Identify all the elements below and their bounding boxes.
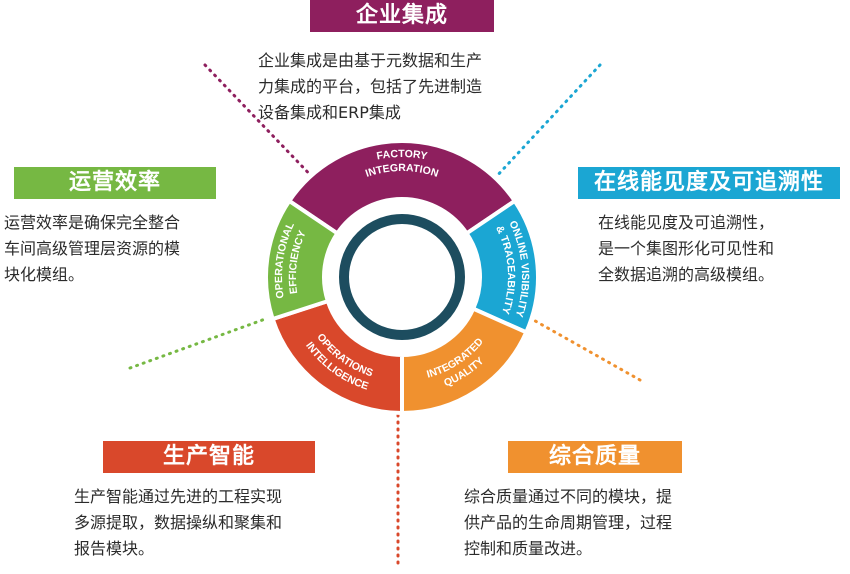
segment-label-factory: INTEGRATION — [364, 162, 440, 180]
operations-intelligence-description: 生产智能通过先进的工程实现 多源提取，数据操纵和聚集和 报告模块。 — [74, 484, 374, 562]
desc-line: 控制和质量改进。 — [464, 539, 593, 558]
connector-dots — [203, 63, 322, 187]
desc-line: 力集成的平台，包括了先进制造 — [258, 77, 483, 96]
operational-efficiency-title: 运营效率 — [14, 167, 216, 199]
connector-dots — [493, 63, 602, 180]
desc-line: 报告模块。 — [74, 539, 155, 558]
factory-integration-title: 企业集成 — [310, 0, 494, 32]
segment-label-factory: FACTORY — [376, 148, 429, 163]
integrated-quality-title: 综合质量 — [508, 441, 682, 473]
desc-line: 是一个集图形化可见性和 — [598, 239, 775, 258]
operational-efficiency-description: 运营效率是确保完全整合 车间高级管理层资源的模 块化模组。 — [4, 210, 244, 288]
desc-line: 块化模组。 — [4, 265, 85, 284]
desc-line: 设备集成和ERP集成 — [258, 103, 401, 122]
center-ring — [339, 214, 465, 340]
desc-line: 车间高级管理层资源的模 — [4, 239, 181, 258]
desc-line: 在线能见度及可追溯性， — [598, 213, 775, 232]
desc-line: 全数据追溯的高级模组。 — [598, 265, 775, 284]
integrated-quality-description: 综合质量通过不同的模块，提 供产品的生命周期管理，过程 控制和质量改进。 — [464, 484, 754, 562]
connector-dots — [128, 316, 270, 370]
factory-integration-description: 企业集成是由基于元数据和生产 力集成的平台，包括了先进制造 设备集成和ERP集成 — [258, 48, 568, 126]
online-visibility-title: 在线能见度及可追溯性 — [578, 167, 840, 199]
desc-line: 生产智能通过先进的工程实现 — [74, 487, 283, 506]
desc-line: 运营效率是确保完全整合 — [4, 213, 181, 232]
desc-line: 企业集成是由基于元数据和生产 — [258, 51, 483, 70]
desc-line: 综合质量通过不同的模块，提 — [464, 487, 673, 506]
online-visibility-description: 在线能见度及可追溯性， 是一个集图形化可见性和 全数据追溯的高级模组。 — [598, 210, 838, 288]
desc-line: 多源提取，数据操纵和聚集和 — [74, 513, 283, 532]
operations-intelligence-title: 生产智能 — [103, 441, 315, 473]
connector-dots — [528, 316, 642, 382]
desc-line: 供产品的生命周期管理，过程 — [464, 513, 673, 532]
